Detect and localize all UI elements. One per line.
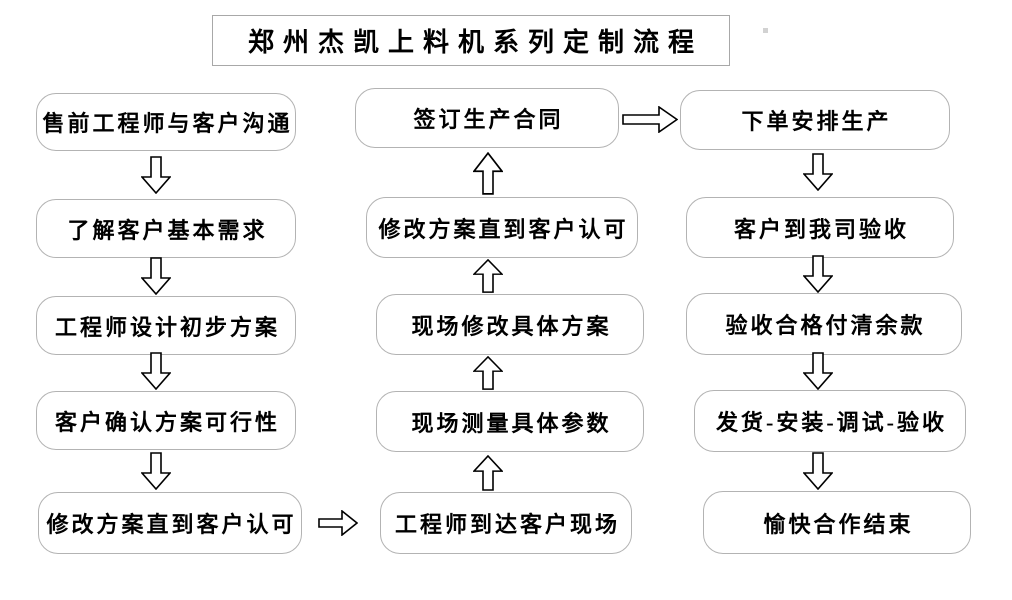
flow-node-right-3: 验收合格付清余款 <box>686 293 962 355</box>
flow-node-label: 修改方案直到客户认可 <box>46 512 297 537</box>
flow-node-label: 验收合格付清余款 <box>725 313 926 338</box>
flow-node-left-2: 了解客户基本需求 <box>36 199 296 258</box>
flow-node-right-2: 客户到我司验收 <box>686 197 954 258</box>
flow-node-middle-3: 现场修改具体方案 <box>376 294 644 355</box>
flow-node-left-1: 售前工程师与客户沟通 <box>36 93 296 151</box>
flow-node-label: 售前工程师与客户沟通 <box>42 111 293 136</box>
down-arrow-icon <box>141 257 171 295</box>
flow-node-left-4: 客户确认方案可行性 <box>36 391 296 450</box>
stray-dot <box>763 28 768 33</box>
flowchart-title-box: 郑州杰凯上料机系列定制流程 <box>212 15 730 66</box>
flow-node-label: 现场测量具体参数 <box>411 410 612 436</box>
flow-node-label: 客户到我司验收 <box>733 216 909 242</box>
up-arrow-icon <box>473 455 503 491</box>
flow-node-middle-1: 签订生产合同 <box>355 88 619 148</box>
flow-node-right-4: 发货-安装-调试-验收 <box>694 390 966 452</box>
down-arrow-icon <box>141 156 171 194</box>
down-arrow-icon <box>803 255 833 293</box>
down-arrow-icon <box>803 153 833 191</box>
flow-node-left-5: 修改方案直到客户认可 <box>38 492 302 554</box>
right-arrow-icon <box>622 106 678 133</box>
flow-node-label: 现场修改具体方案 <box>411 313 612 339</box>
flow-node-label: 修改方案直到客户认可 <box>378 216 629 242</box>
flow-node-label: 发货-安装-调试-验收 <box>716 410 947 435</box>
flow-node-right-5: 愉快合作结束 <box>703 491 971 554</box>
up-arrow-icon <box>473 259 503 293</box>
flow-node-label: 签订生产合同 <box>413 107 564 132</box>
flow-node-label: 客户确认方案可行性 <box>54 409 280 435</box>
flowchart-title: 郑州杰凯上料机系列定制流程 <box>247 28 703 57</box>
flow-node-label: 愉快合作结束 <box>763 511 914 537</box>
flow-node-left-3: 工程师设计初步方案 <box>36 296 296 355</box>
down-arrow-icon <box>141 352 171 390</box>
down-arrow-icon <box>141 452 171 490</box>
down-arrow-icon <box>803 352 833 390</box>
flow-node-middle-4: 现场测量具体参数 <box>376 391 644 452</box>
flow-node-right-1: 下单安排生产 <box>680 90 950 150</box>
flow-node-middle-5: 工程师到达客户现场 <box>380 492 632 554</box>
flow-node-label: 工程师设计初步方案 <box>54 314 280 340</box>
up-arrow-icon <box>473 356 503 390</box>
flow-node-label: 了解客户基本需求 <box>67 217 268 243</box>
flow-node-label: 工程师到达客户现场 <box>394 512 620 537</box>
right-arrow-icon <box>318 510 358 536</box>
flow-node-middle-2: 修改方案直到客户认可 <box>366 197 638 258</box>
down-arrow-icon <box>803 452 833 490</box>
up-arrow-icon <box>473 152 503 195</box>
flow-node-label: 下单安排生产 <box>741 109 892 134</box>
